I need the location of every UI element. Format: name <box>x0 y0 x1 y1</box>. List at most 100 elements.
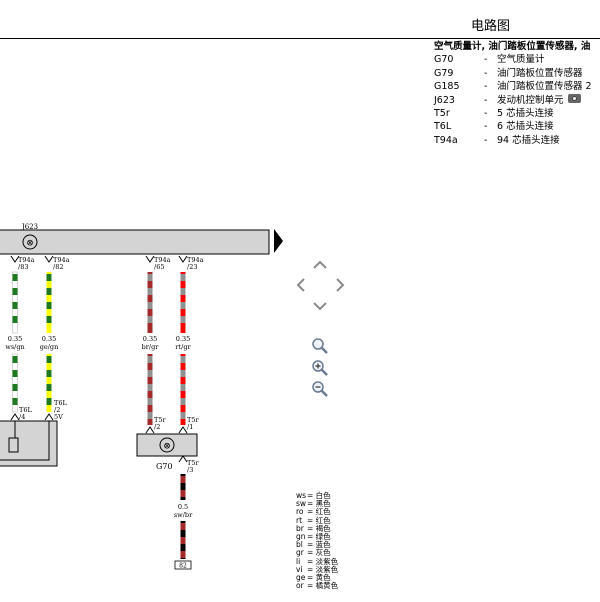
equals-sign: = <box>307 581 316 591</box>
color-legend-item: ge= 黄色 <box>296 573 338 583</box>
color-legend-item: rt= 红色 <box>296 515 338 525</box>
wire-color-code: sw/br <box>174 511 193 519</box>
equals-sign: = <box>307 523 316 533</box>
equals-sign: = <box>307 532 316 542</box>
wire-color-code: ge/gn <box>40 343 59 351</box>
color-legend-item: br= 褐色 <box>296 523 338 533</box>
legend-desc: 空气质量计 <box>497 54 545 66</box>
color-code: rt <box>296 515 303 525</box>
color-code: ws <box>296 491 307 500</box>
color-name: 淡紫色 <box>315 556 339 566</box>
color-legend-item: li = 淡紫色 <box>296 556 339 566</box>
t6l-label: T6L <box>54 399 67 407</box>
equals-sign: = <box>307 499 316 509</box>
wire-gauge: 0.35 <box>176 335 190 343</box>
legend-item: T5r-5 芯插头连接 <box>434 108 554 120</box>
legend-item: T94a-94 芯插头连接 <box>434 134 560 146</box>
t94a-label: T94a <box>53 256 70 264</box>
wire-segment <box>180 474 186 500</box>
legend-desc: 5 芯插头连接 <box>497 108 554 120</box>
color-legend-item: ws= 白色 <box>296 491 338 500</box>
ecu-j623-block <box>0 229 270 255</box>
wire-color-code: ws/gn <box>5 343 24 351</box>
camera-icon[interactable] <box>567 93 581 103</box>
zoom-in-button[interactable] <box>311 359 329 377</box>
color-code: br <box>296 523 304 533</box>
pin-arrows <box>10 255 188 463</box>
t6l-pin: /4 <box>19 413 25 421</box>
header-divider <box>0 38 600 39</box>
color-name: 灰色 <box>315 548 331 558</box>
t5r-label: T5r <box>187 416 199 424</box>
color-code: li <box>296 556 301 566</box>
equals-sign: = <box>307 540 316 550</box>
zoom-out-button[interactable] <box>311 380 329 398</box>
t94a-label: T94a <box>187 256 204 264</box>
color-code: ro <box>296 507 304 517</box>
color-legend-item: bl= 蓝色 <box>296 541 338 549</box>
t5r-pin: /3 <box>187 466 193 474</box>
color-code: ge <box>296 573 306 583</box>
legend-heading: 空气质量计, 油门踏板位置传感器, 油 <box>434 41 591 52</box>
g70-air-mass-meter <box>136 433 198 457</box>
pedal-sensor-element <box>8 437 19 453</box>
color-code: vi <box>296 564 303 574</box>
t94a-pin: /23 <box>187 263 197 271</box>
up-chevron-icon <box>313 260 327 269</box>
equals-sign: = <box>307 556 316 566</box>
pan-up-button[interactable] <box>310 255 330 275</box>
legend-code: G70 <box>434 54 454 66</box>
t94a-pin: /82 <box>53 263 63 271</box>
ground-reference-box <box>174 560 192 570</box>
color-name: 红色 <box>315 515 331 525</box>
zoom-reset-button[interactable] <box>311 337 329 355</box>
ecu-label: J623 <box>21 223 38 231</box>
legend-desc: 发动机控制单元 <box>497 94 564 106</box>
t5r-pin: /2 <box>154 423 160 431</box>
color-legend-item: gn= 绿色 <box>296 532 338 542</box>
legend-desc: 94 芯插头连接 <box>497 134 560 146</box>
pan-down-button[interactable] <box>310 296 330 316</box>
color-legend-item: ro= 红色 <box>296 508 338 516</box>
wire-segment <box>147 354 153 425</box>
equals-sign: = <box>307 507 316 517</box>
color-code: gr <box>296 548 304 558</box>
color-legend-item: vi= 淡紫色 <box>296 564 338 574</box>
wire-gauge: 0.35 <box>143 335 157 343</box>
g70-ground-mark: ⊗ <box>163 442 171 452</box>
wire-segment <box>180 354 186 425</box>
equals-sign: = <box>307 573 316 583</box>
magnifier-icon <box>312 338 328 354</box>
legend-item: G70-空气质量计 <box>434 54 545 66</box>
pan-right-button[interactable] <box>330 275 350 295</box>
wire-gauge: 0.35 <box>8 335 22 343</box>
right-chevron-icon <box>336 278 345 292</box>
ecu-ground-symbol <box>22 234 38 250</box>
color-name: 绿色 <box>315 532 331 542</box>
t5r-pin: /1 <box>187 423 193 431</box>
ecu-ground-mark: ⊗ <box>26 239 34 249</box>
color-name: 黄色 <box>315 573 331 583</box>
color-code: or <box>296 581 304 591</box>
wire-segment <box>46 354 52 412</box>
legend-desc: 6 芯插头连接 <box>497 121 554 133</box>
legend-desc: 油门踏板位置传感器 2 <box>497 81 592 93</box>
t6l-connectors: T6L /4 T6L /2 5V <box>19 399 67 421</box>
left-chevron-icon <box>296 278 305 292</box>
wire-layer <box>12 271 186 559</box>
wire-segment <box>12 353 18 413</box>
wire-segment <box>180 521 186 559</box>
wire-gauge: 0.35 <box>42 335 56 343</box>
legend-code: G79 <box>434 67 454 79</box>
pan-left-button[interactable] <box>291 275 311 295</box>
color-code: gn <box>296 532 306 542</box>
wire-labels: 0.35 ws/gn 0.35 ge/gn 0.35 br/gr 0.35 rt… <box>5 335 193 519</box>
g70-ground-symbol <box>159 437 175 453</box>
expand-panel-arrow[interactable] <box>274 229 283 253</box>
t94a-pin: /65 <box>154 263 164 271</box>
t6l-label: T6L <box>19 406 32 414</box>
wire-segment <box>180 272 186 333</box>
